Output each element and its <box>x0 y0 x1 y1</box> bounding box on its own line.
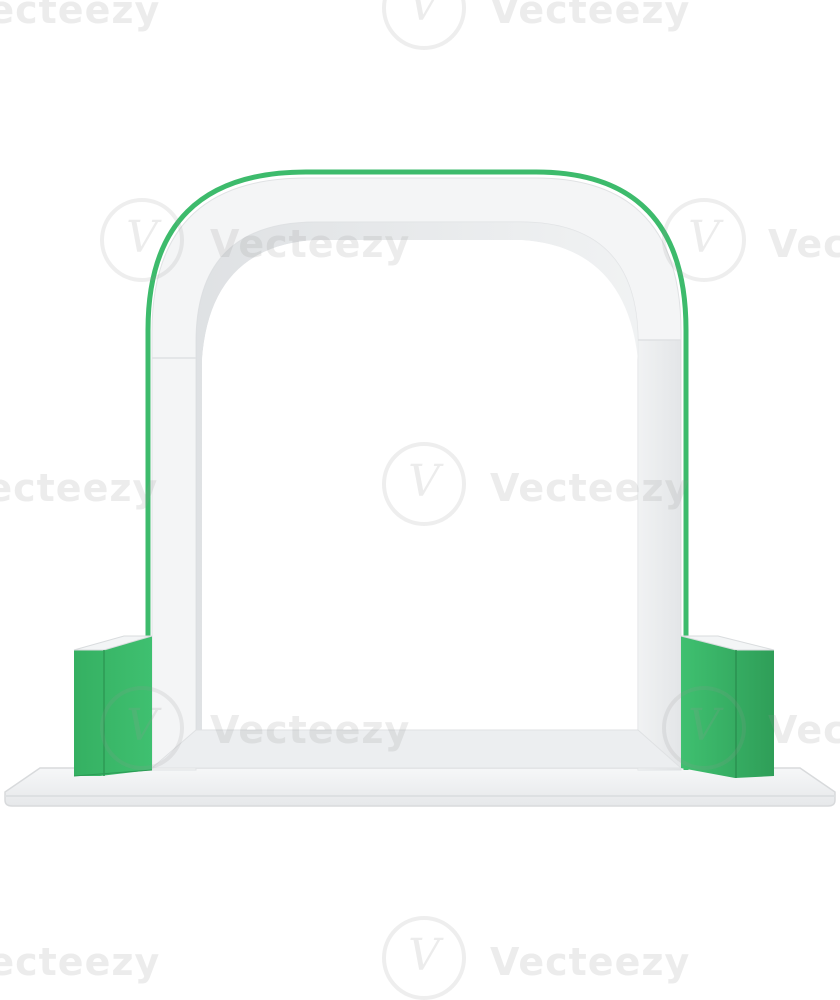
watermark-text: Vecteezy <box>210 708 411 752</box>
watermark-text: Vecteezy <box>490 940 691 984</box>
watermark-logo-icon <box>100 686 184 770</box>
watermark-text: Vecteezy <box>0 466 159 510</box>
arch-right-post-face <box>638 340 681 770</box>
watermark-text: Vecteezy <box>0 940 161 984</box>
watermark-logo-icon <box>100 198 184 282</box>
watermark-text: Vecteezy <box>768 222 840 266</box>
watermark-logo-icon <box>382 916 466 1000</box>
watermark-text: Vecteezy <box>210 222 411 266</box>
watermark-text: Vecteezy <box>0 0 161 32</box>
watermark-logo-icon <box>662 686 746 770</box>
watermark-logo-icon <box>382 442 466 526</box>
watermark-text: Vecteezy <box>768 708 840 752</box>
watermark-text: Vecteezy <box>490 466 691 510</box>
floor-platform <box>4 767 836 807</box>
watermark-logo-icon <box>662 198 746 282</box>
watermark-text: Vecteezy <box>490 0 691 32</box>
